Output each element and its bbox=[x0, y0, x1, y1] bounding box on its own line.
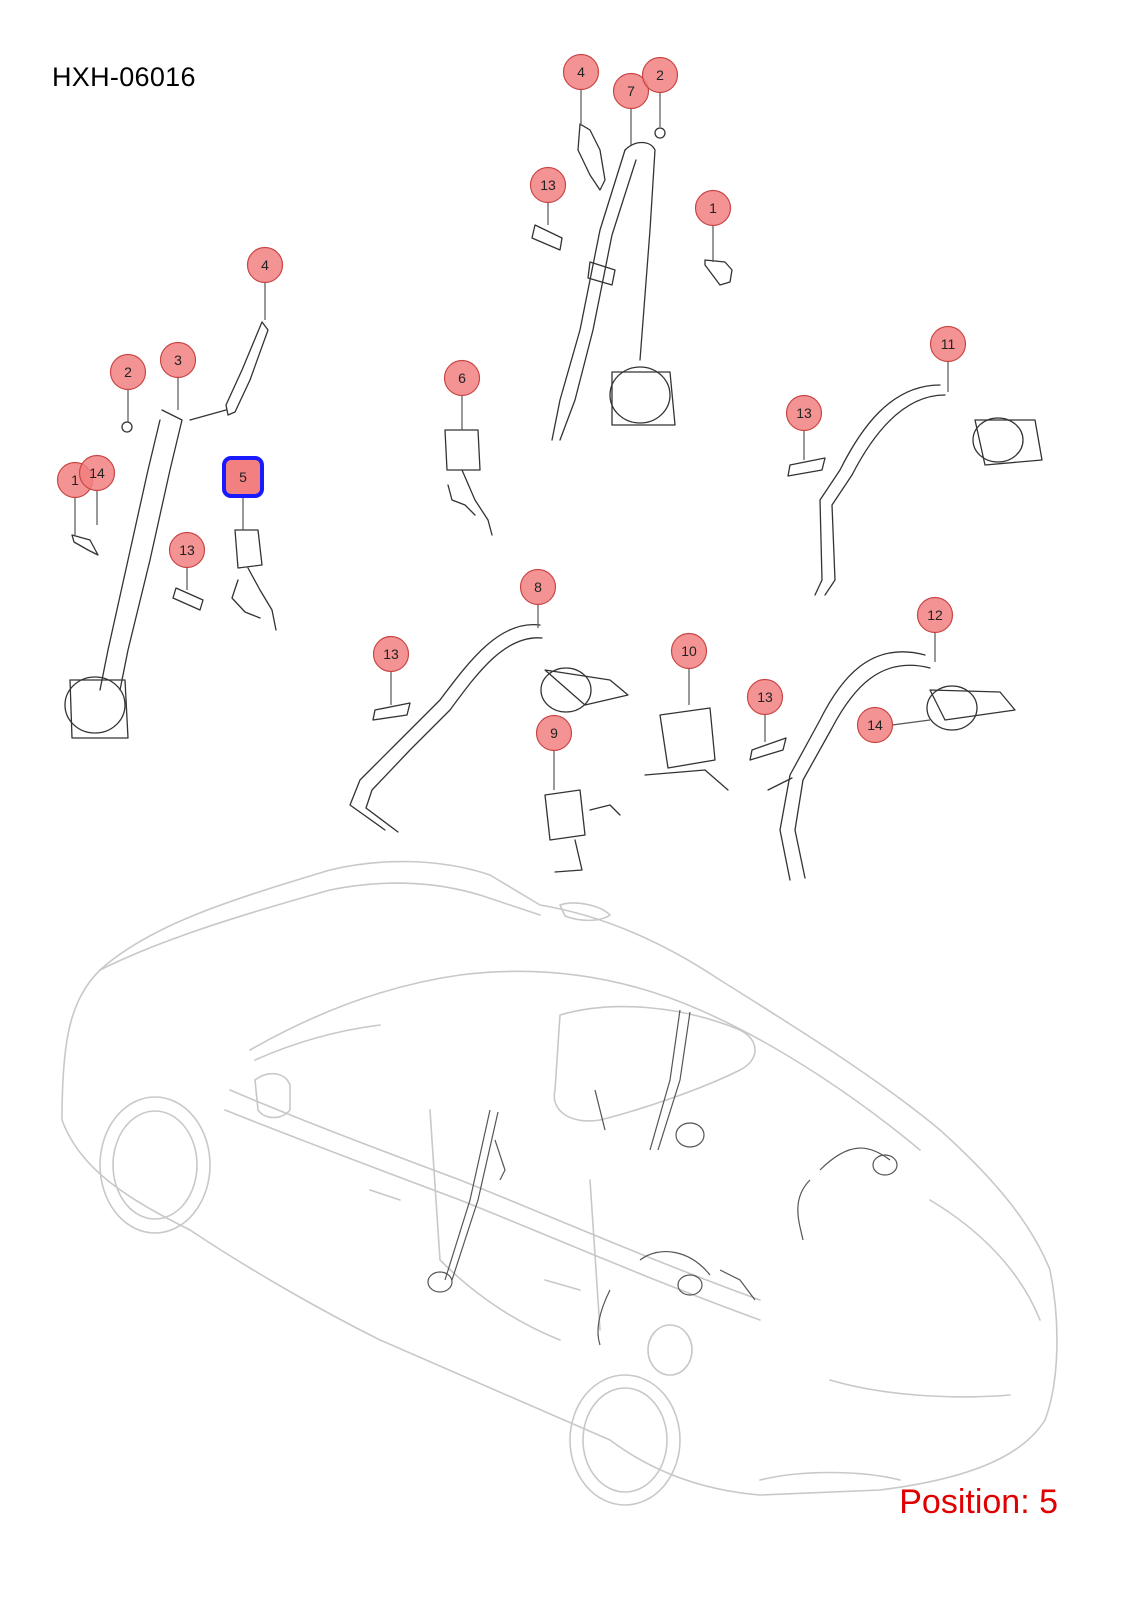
installed-belts bbox=[427, 1009, 898, 1346]
callout-8[interactable]: 8 bbox=[519, 568, 557, 606]
callout-label: 2 bbox=[656, 67, 664, 83]
callout-label: 2 bbox=[124, 364, 132, 380]
callout-label: 1 bbox=[709, 200, 717, 216]
callout-14-right[interactable]: 14 bbox=[856, 706, 894, 744]
callout-5[interactable]: 5 bbox=[222, 456, 264, 498]
callout-label: 13 bbox=[383, 646, 399, 662]
callout-13-top[interactable]: 13 bbox=[529, 166, 567, 204]
callout-9[interactable]: 9 bbox=[535, 714, 573, 752]
callout-label: 13 bbox=[179, 542, 195, 558]
callout-label: 3 bbox=[174, 352, 182, 368]
callout-circle bbox=[535, 714, 573, 752]
callout-label: 5 bbox=[239, 469, 247, 485]
position-label: Position: 5 bbox=[899, 1483, 1058, 1521]
callout-3[interactable]: 3 bbox=[159, 341, 197, 379]
callout-4-left[interactable]: 4 bbox=[246, 246, 284, 284]
callout-label: 13 bbox=[757, 689, 773, 705]
callout-label: 4 bbox=[261, 257, 269, 273]
callout-13-left[interactable]: 13 bbox=[168, 531, 206, 569]
callout-circle bbox=[109, 353, 147, 391]
callout-circle bbox=[529, 166, 567, 204]
callout-6[interactable]: 6 bbox=[443, 359, 481, 397]
selected-callout-highlight bbox=[222, 456, 264, 498]
callout-label: 14 bbox=[867, 717, 883, 733]
callout-label: 4 bbox=[577, 64, 585, 80]
callout-circle bbox=[443, 359, 481, 397]
callout-circle bbox=[856, 706, 894, 744]
callout-label: 10 bbox=[681, 643, 697, 659]
callout-circle bbox=[372, 635, 410, 673]
callout-2-top[interactable]: 2 bbox=[641, 56, 679, 94]
diagram-title: HXH-06016 bbox=[52, 62, 196, 92]
leader-lines bbox=[74, 89, 949, 790]
callout-circle bbox=[746, 678, 784, 716]
callout-label: 13 bbox=[540, 177, 556, 193]
callout-7[interactable]: 7 bbox=[612, 72, 650, 110]
callout-circle bbox=[246, 246, 284, 284]
callout-13-right[interactable]: 13 bbox=[785, 394, 823, 432]
callout-circle bbox=[519, 568, 557, 606]
callout-1-top[interactable]: 1 bbox=[694, 189, 732, 227]
callout-label: 13 bbox=[796, 405, 812, 421]
callout-circle bbox=[78, 454, 116, 492]
callout-label: 8 bbox=[534, 579, 542, 595]
callout-circle bbox=[612, 72, 650, 110]
callout-label: 6 bbox=[458, 370, 466, 386]
callout-label: 7 bbox=[627, 83, 635, 99]
callout-12[interactable]: 12 bbox=[916, 596, 954, 634]
car-outline bbox=[61, 860, 1058, 1506]
callout-circle bbox=[641, 56, 679, 94]
callout-13-mid[interactable]: 13 bbox=[372, 635, 410, 673]
callout-4-top[interactable]: 4 bbox=[562, 53, 600, 91]
callout-circle bbox=[785, 394, 823, 432]
parts bbox=[64, 123, 1043, 881]
callout-label: 12 bbox=[927, 607, 943, 623]
callout-13-rearmid[interactable]: 13 bbox=[746, 678, 784, 716]
callout-circle bbox=[670, 632, 708, 670]
callout-2-left[interactable]: 2 bbox=[109, 353, 147, 391]
callout-circle bbox=[916, 596, 954, 634]
callout-label: 9 bbox=[550, 725, 558, 741]
callout-10[interactable]: 10 bbox=[670, 632, 708, 670]
callout-circle bbox=[929, 325, 967, 363]
callout-14-left[interactable]: 14 bbox=[78, 454, 116, 492]
callout-label: 14 bbox=[89, 465, 105, 481]
callout-11[interactable]: 11 bbox=[929, 325, 967, 363]
callout-circle bbox=[159, 341, 197, 379]
callout-label: 1 bbox=[71, 472, 79, 488]
callout-label: 11 bbox=[941, 336, 956, 352]
callout-circle bbox=[168, 531, 206, 569]
callout-circle bbox=[694, 189, 732, 227]
callout-circle bbox=[562, 53, 600, 91]
